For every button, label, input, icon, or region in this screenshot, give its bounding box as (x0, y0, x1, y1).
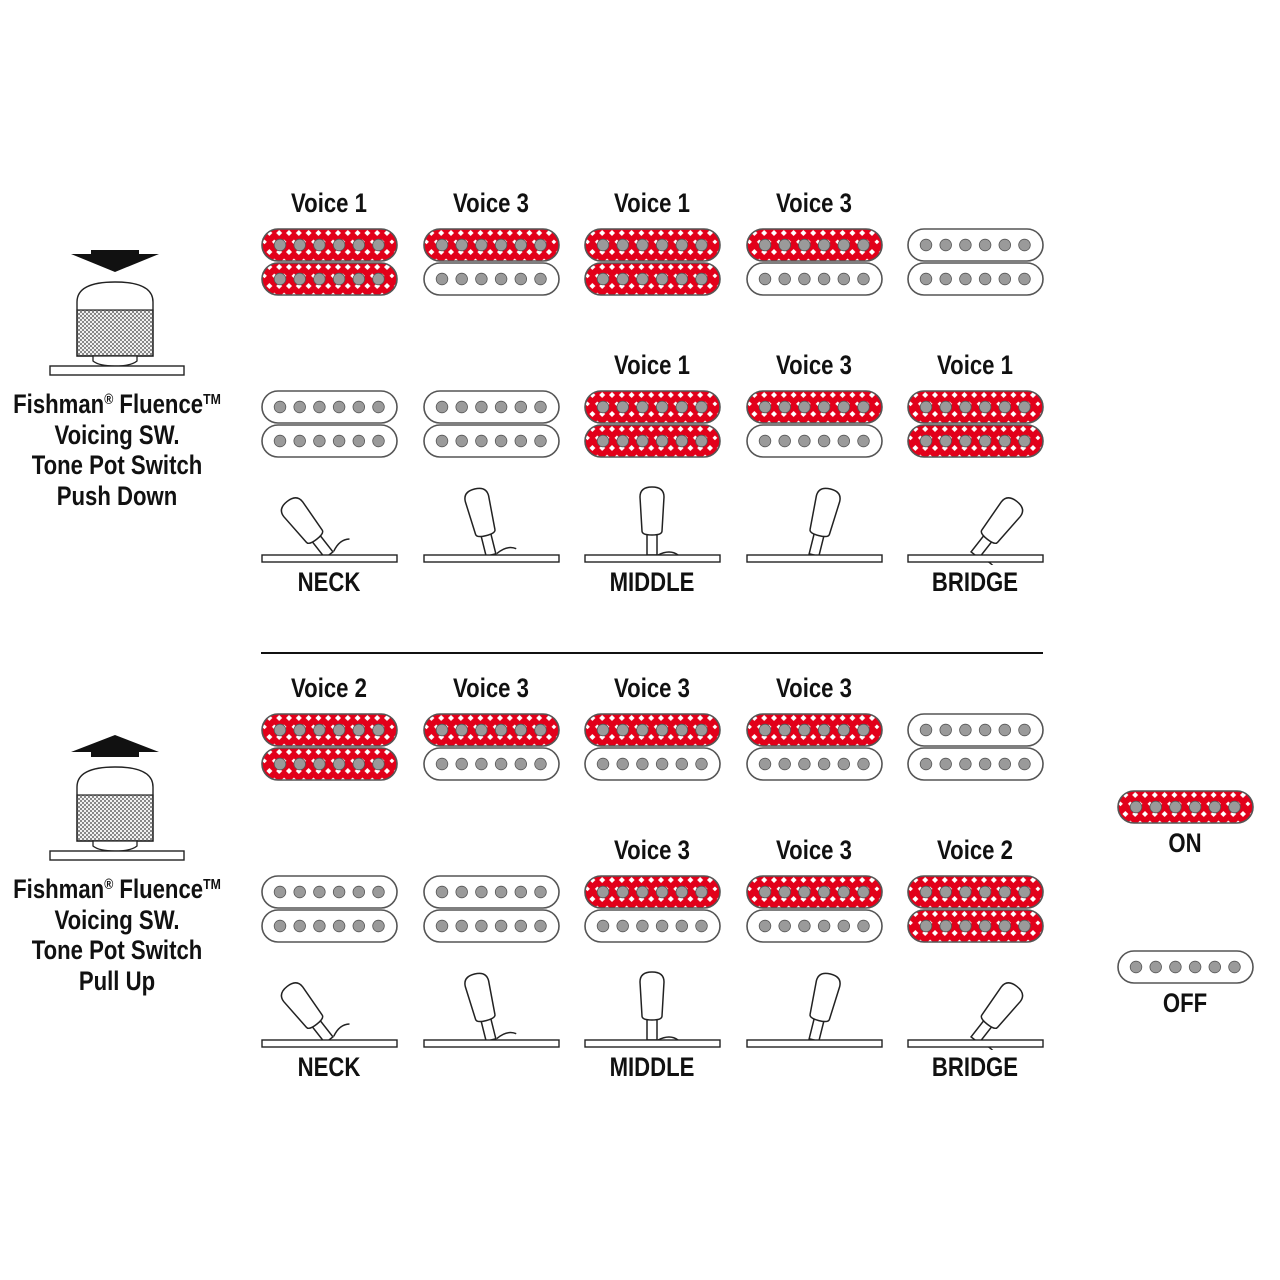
neck-voice-label: Voice 3 (453, 673, 529, 703)
bridge-voice-label: Voice 3 (776, 835, 852, 865)
neck-pickup-bottom-coil-off (584, 747, 721, 786)
neck-pickup-bottom-coil-off (423, 747, 560, 786)
legend-off-coil (1117, 950, 1254, 989)
pickup-selector-switch-icon (907, 485, 1044, 572)
switch-position-label: NECK (297, 567, 361, 597)
bridge-pickup-top-coil-on (584, 390, 721, 429)
neck-pickup-bottom-coil-off (907, 747, 1044, 786)
pickup-selector-switch-icon (907, 970, 1044, 1057)
neck-voice-label: Voice 1 (291, 188, 367, 218)
pickup-selector-switch-icon (423, 970, 560, 1055)
bridge-pickup-top-coil-off (423, 875, 560, 914)
switch-position-label: MIDDLE (609, 1052, 695, 1082)
bridge-pickup-bottom-coil-off (261, 909, 398, 948)
bridge-pickup-top-coil-off (261, 875, 398, 914)
pickup-selector-switch-icon (584, 485, 721, 570)
neck-pickup-bottom-coil-off (746, 747, 883, 786)
bridge-pickup-top-coil-on (746, 875, 883, 914)
bridge-pickup-top-coil-on (584, 875, 721, 914)
bridge-voice-label: Voice 3 (614, 835, 690, 865)
neck-voice-label: Voice 3 (776, 673, 852, 703)
bridge-pickup-top-coil-on (907, 390, 1044, 429)
bridge-voice-label: Voice 2 (937, 835, 1013, 865)
bridge-pickup-bottom-coil-off (746, 424, 883, 463)
pickup-selector-switch-icon (261, 970, 398, 1055)
bridge-pickup-top-coil-on (907, 875, 1044, 914)
bridge-voice-label: Voice 1 (937, 350, 1013, 380)
neck-voice-label: Voice 1 (614, 188, 690, 218)
bridge-pickup-bottom-coil-off (261, 424, 398, 463)
bridge-pickup-bottom-coil-off (423, 424, 560, 463)
neck-pickup-bottom-coil-on (261, 262, 398, 301)
pickup-selector-switch-icon (584, 970, 721, 1055)
arrow-up-icon (49, 735, 185, 861)
switch-position-label: MIDDLE (609, 567, 695, 597)
caption-line-3: Tone Pot Switch (31, 450, 203, 480)
registered-mark: ® (104, 876, 114, 893)
bridge-pickup-bottom-coil-on (907, 424, 1044, 463)
neck-pickup-bottom-coil-on (261, 747, 398, 786)
bridge-pickup-bottom-coil-off (746, 909, 883, 948)
bridge-pickup-top-coil-off (261, 390, 398, 429)
bridge-pickup-bottom-coil-on (584, 424, 721, 463)
tone-pot-knob-pull-up (47, 735, 187, 870)
bridge-pickup-top-coil-off (423, 390, 560, 429)
legend-on-label: ON (1168, 828, 1202, 858)
caption-line-4: Pull Up (78, 965, 156, 996)
legend-off-label: OFF (1162, 988, 1208, 1018)
product: Fluence (119, 389, 204, 419)
legend-on-coil (1117, 790, 1254, 829)
neck-voice-label: Voice 2 (291, 673, 367, 703)
caption-line-2: Voicing SW. (54, 904, 180, 935)
pickup-selector-switch-icon (261, 485, 398, 570)
bridge-pickup-bottom-coil-on (907, 909, 1044, 948)
neck-pickup-top-coil-on (423, 713, 560, 752)
voicing-switch-caption: Fishman® FluenceTM Voicing SW. Tone Pot … (5, 874, 230, 996)
bridge-pickup-top-coil-on (746, 390, 883, 429)
neck-pickup-top-coil-on (746, 713, 883, 752)
bridge-voice-label: Voice 3 (776, 350, 852, 380)
neck-pickup-bottom-coil-off (423, 262, 560, 301)
caption-line-2: Voicing SW. (54, 419, 180, 450)
neck-pickup-top-coil-on (423, 228, 560, 267)
caption-line-3: Tone Pot Switch (31, 935, 203, 965)
pickup-selector-switch-icon (423, 485, 560, 570)
arrow-down-icon (49, 250, 185, 376)
registered-mark: ® (104, 391, 114, 408)
pickup-selector-switch-icon (746, 485, 883, 570)
neck-pickup-top-coil-on (584, 228, 721, 267)
caption-line-4: Push Down (56, 480, 178, 511)
bridge-pickup-bottom-coil-off (584, 909, 721, 948)
neck-pickup-top-coil-on (261, 228, 398, 267)
trademark: TM (203, 876, 221, 893)
brand: Fishman (13, 389, 105, 419)
trademark: TM (203, 391, 221, 408)
neck-pickup-bottom-coil-on (584, 262, 721, 301)
neck-pickup-top-coil-on (261, 713, 398, 752)
tone-pot-knob-push-down (47, 250, 187, 385)
neck-pickup-bottom-coil-off (746, 262, 883, 301)
bridge-pickup-bottom-coil-off (423, 909, 560, 948)
switch-position-label: NECK (297, 1052, 361, 1082)
neck-pickup-top-coil-on (746, 228, 883, 267)
switch-position-label: BRIDGE (931, 567, 1019, 597)
neck-pickup-bottom-coil-off (907, 262, 1044, 301)
neck-pickup-top-coil-off (907, 713, 1044, 752)
product: Fluence (119, 874, 204, 904)
neck-pickup-top-coil-on (584, 713, 721, 752)
neck-voice-label: Voice 3 (614, 673, 690, 703)
pickup-selector-switch-icon (746, 970, 883, 1055)
bridge-voice-label: Voice 1 (614, 350, 690, 380)
neck-pickup-top-coil-off (907, 228, 1044, 267)
neck-voice-label: Voice 3 (453, 188, 529, 218)
voicing-switch-caption: Fishman® FluenceTM Voicing SW. Tone Pot … (5, 389, 230, 511)
brand: Fishman (13, 874, 105, 904)
neck-voice-label: Voice 3 (776, 188, 852, 218)
switch-position-label: BRIDGE (931, 1052, 1019, 1082)
section-divider (261, 652, 1043, 654)
